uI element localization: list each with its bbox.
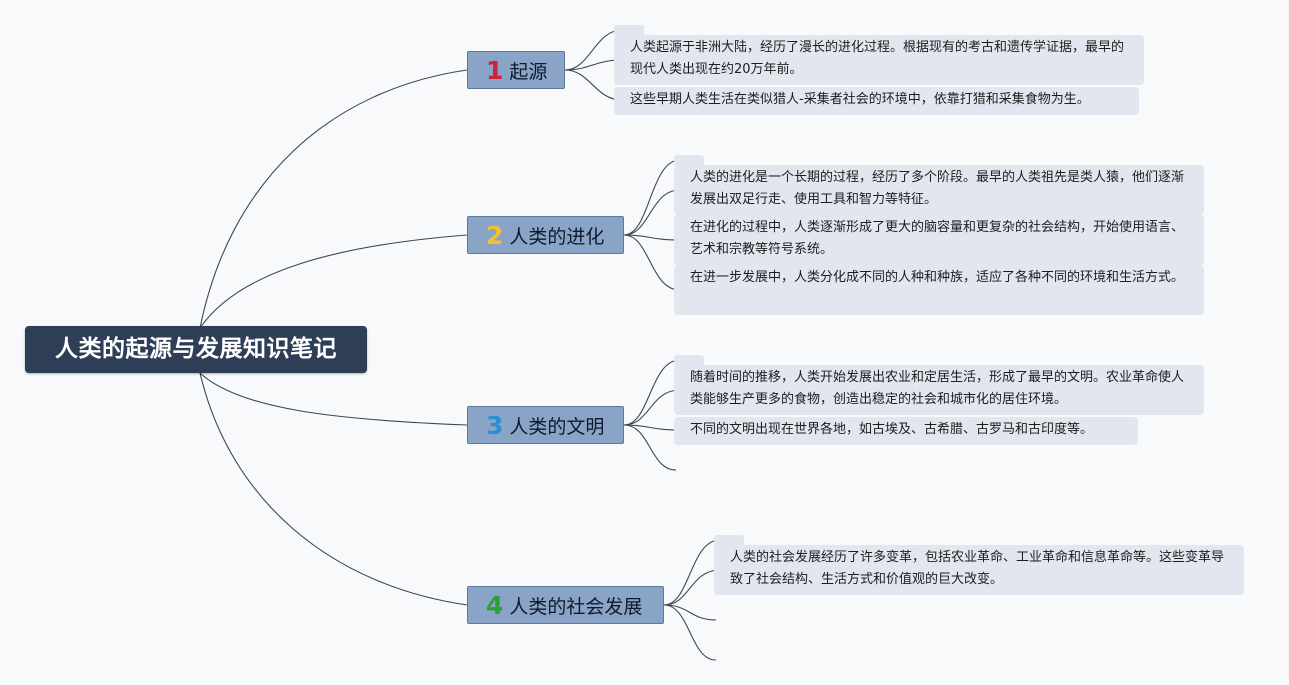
note-tab: [714, 535, 744, 547]
note-text: 人类的社会发展经历了许多变革，包括农业革命、工业革命和信息革命等。这些变革导致了…: [730, 550, 1225, 587]
note-tab: [674, 155, 704, 167]
branch-civilization[interactable]: 3 人类的文明: [467, 406, 624, 444]
note-tab: [674, 355, 704, 367]
note-text: 这些早期人类生活在类似猎人-采集者社会的环境中，依靠打猎和采集食物为生。: [630, 92, 1090, 107]
branch-number: 2: [486, 220, 504, 250]
branch-social-development[interactable]: 4 人类的社会发展: [467, 586, 664, 624]
branch-origin[interactable]: 1 起源: [467, 51, 565, 89]
note-civilization-1[interactable]: 随着时间的推移，人类开始发展出农业和定居生活，形成了最早的文明。农业革命使人类能…: [674, 365, 1204, 415]
note-text: 在进一步发展中，人类分化成不同的人种和种族，适应了各种不同的环境和生活方式。: [690, 270, 1185, 285]
branch-number: 3: [486, 410, 504, 440]
note-civilization-2[interactable]: 不同的文明出现在世界各地，如古埃及、古希腊、古罗马和古印度等。: [674, 417, 1138, 445]
root-title: 人类的起源与发展知识笔记: [55, 336, 337, 362]
note-social-1[interactable]: 人类的社会发展经历了许多变革，包括农业革命、工业革命和信息革命等。这些变革导致了…: [714, 545, 1244, 595]
note-text: 不同的文明出现在世界各地，如古埃及、古希腊、古罗马和古印度等。: [690, 422, 1094, 437]
branch-title: 人类的进化: [509, 225, 605, 248]
root-topic[interactable]: 人类的起源与发展知识笔记: [25, 326, 367, 373]
branch-title: 起源: [509, 60, 548, 83]
note-tab: [614, 25, 644, 37]
branch-number: 1: [486, 55, 504, 85]
note-origin-2[interactable]: 这些早期人类生活在类似猎人-采集者社会的环境中，依靠打猎和采集食物为生。: [614, 87, 1139, 115]
note-text: 人类的进化是一个长期的过程，经历了多个阶段。最早的人类祖先是类人猿，他们逐渐发展…: [690, 170, 1185, 207]
note-evolution-1[interactable]: 人类的进化是一个长期的过程，经历了多个阶段。最早的人类祖先是类人猿，他们逐渐发展…: [674, 165, 1204, 215]
branch-title: 人类的文明: [509, 415, 605, 438]
note-text: 在进化的过程中，人类逐渐形成了更大的脑容量和更复杂的社会结构，开始使用语言、艺术…: [690, 220, 1185, 257]
note-evolution-2[interactable]: 在进化的过程中，人类逐渐形成了更大的脑容量和更复杂的社会结构，开始使用语言、艺术…: [674, 215, 1204, 265]
note-origin-1[interactable]: 人类起源于非洲大陆，经历了漫长的进化过程。根据现有的考古和遗传学证据，最早的现代…: [614, 35, 1144, 85]
note-text: 随着时间的推移，人类开始发展出农业和定居生活，形成了最早的文明。农业革命使人类能…: [690, 370, 1185, 407]
note-evolution-3[interactable]: 在进一步发展中，人类分化成不同的人种和种族，适应了各种不同的环境和生活方式。: [674, 265, 1204, 315]
branch-title: 人类的社会发展: [509, 595, 643, 618]
branch-number: 4: [486, 590, 504, 620]
note-text: 人类起源于非洲大陆，经历了漫长的进化过程。根据现有的考古和遗传学证据，最早的现代…: [630, 40, 1125, 77]
branch-evolution[interactable]: 2 人类的进化: [467, 216, 624, 254]
